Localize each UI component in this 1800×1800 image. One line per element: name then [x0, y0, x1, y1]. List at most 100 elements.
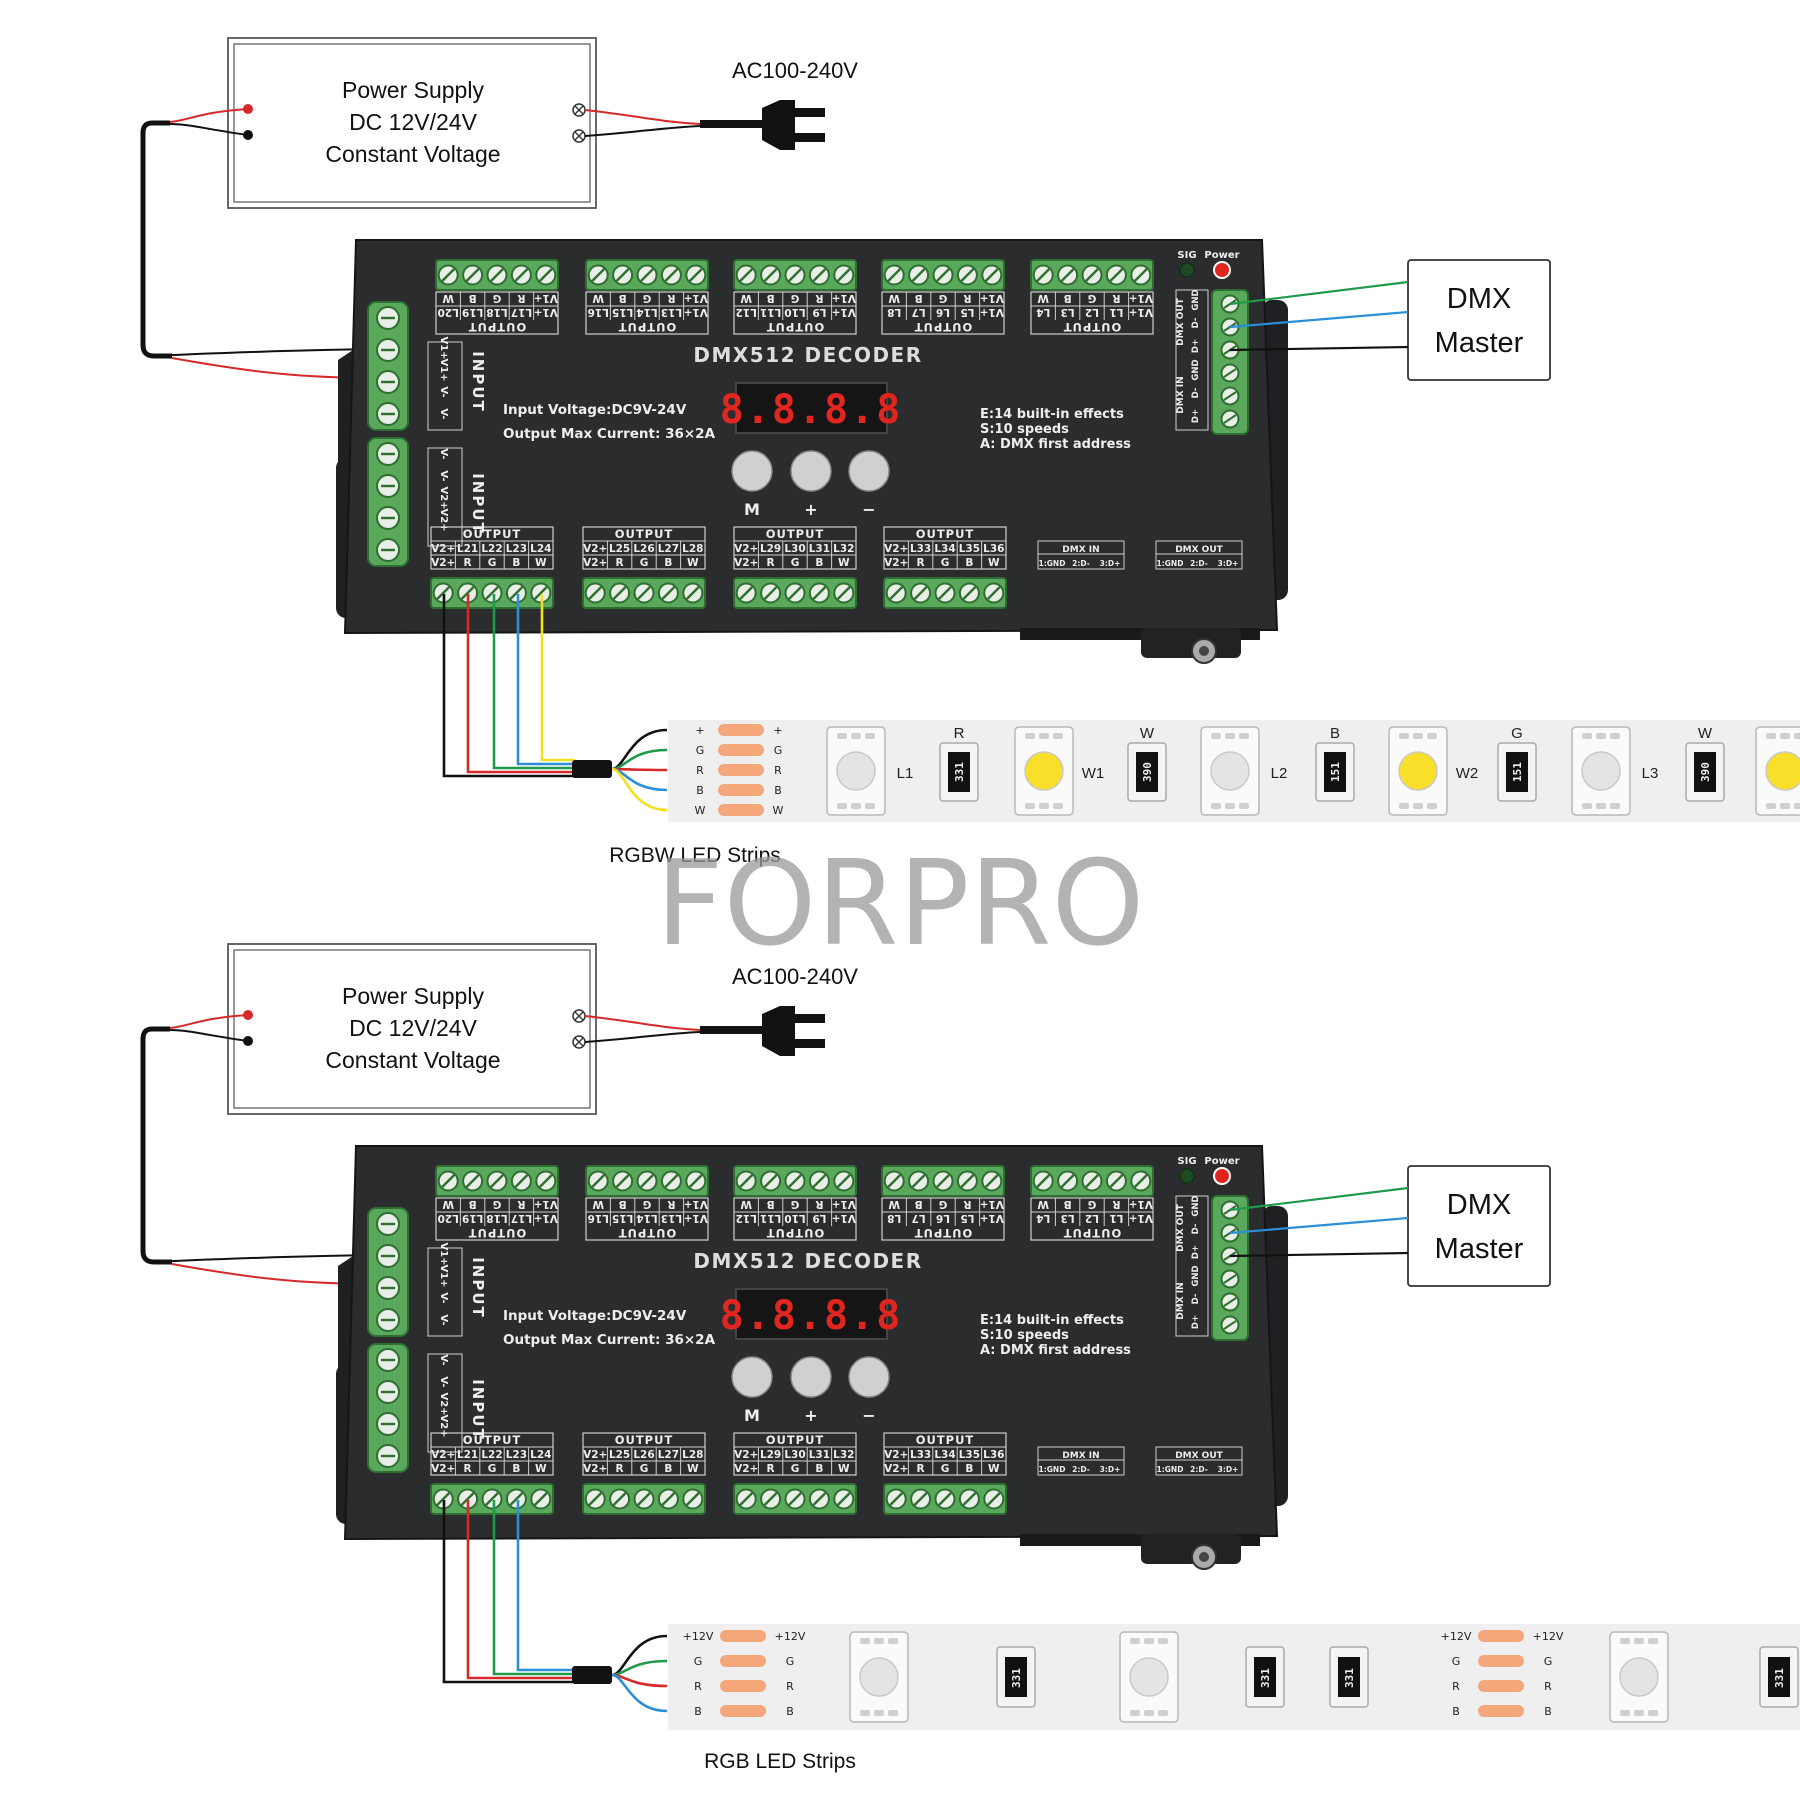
pin-label: G [493, 292, 502, 304]
pin-label: G [1088, 292, 1097, 304]
resistor-code: 390 [1699, 762, 1712, 782]
screw-slot [514, 1174, 529, 1188]
pin-label: W [838, 1463, 850, 1475]
input-pin-label: V1+ [438, 1264, 449, 1287]
pin-label: R [963, 1198, 971, 1210]
dmx-pin-label: D+ [1191, 1245, 1201, 1259]
input-label: INPUT [469, 1379, 487, 1441]
button-label: − [862, 1406, 875, 1425]
pin-label: L31 [809, 543, 830, 555]
pad-label-left: G [694, 1655, 703, 1668]
dmx-out-box-pin: 1:GND [1157, 559, 1184, 568]
dmx-master-line1: DMX [1447, 283, 1511, 315]
output-header: OUTPUT [468, 1226, 527, 1240]
pin-label: L1 [1109, 306, 1123, 318]
dmx-pin-label: GND [1191, 1265, 1201, 1286]
pin-label: L9 [812, 1212, 826, 1224]
pin-label: L35 [959, 543, 980, 555]
input-pin-label: V1+ [438, 358, 449, 381]
screw-slot [436, 1492, 451, 1506]
decoder-title: DMX512 DECODER [693, 1249, 922, 1273]
pin-label: B [469, 1198, 477, 1210]
screw-slot [938, 586, 952, 600]
screw-slot [591, 268, 606, 282]
pin-label: W [988, 557, 1000, 569]
pin-label: W [838, 557, 850, 569]
label-table [883, 526, 1007, 570]
pin-label: G [939, 1198, 948, 1210]
rgb-led [1210, 751, 1250, 791]
sig-label: SIG [1177, 250, 1196, 261]
output-current: Output Max Current: 36×2A [503, 1332, 716, 1348]
pad-label-left: G [1452, 1655, 1461, 1668]
pin-label: V2+ [583, 1449, 607, 1461]
led-display-digits: 8.8.8.8 [720, 387, 903, 433]
resistor-channel-label: R [954, 725, 965, 742]
wire_green [492, 594, 575, 770]
pin-label: L19 [462, 1212, 483, 1224]
pin-label: V1+ [534, 1212, 558, 1224]
screw-slot [739, 1174, 754, 1188]
pin-label: G [488, 557, 497, 569]
pad-label-right: +12V [775, 1630, 806, 1643]
rgb-led [1581, 751, 1621, 791]
screw-slot [1036, 268, 1051, 282]
screw-slot [936, 268, 950, 282]
button-2 [790, 1356, 832, 1398]
wire_red [466, 1500, 575, 1680]
screw-slot [637, 586, 651, 600]
resistor-body [948, 752, 970, 792]
pin-label: L7 [912, 306, 926, 318]
pin-label: L18 [486, 306, 507, 318]
pin-label: L24 [530, 1449, 551, 1461]
pin-label: L34 [934, 1449, 955, 1461]
input-pin-label: V- [438, 448, 449, 459]
label-table [733, 1432, 857, 1476]
screw-slot [763, 1174, 778, 1188]
pin-label: V1+ [684, 292, 708, 304]
input-pin-label: V- [438, 1376, 449, 1387]
output-header: OUTPUT [766, 320, 825, 334]
screw-slot [887, 1174, 902, 1188]
pin-label: L32 [833, 543, 854, 555]
pin-label: L2 [1085, 1212, 1099, 1224]
power-supply-inner [233, 43, 591, 203]
pin-label: B [965, 1463, 973, 1475]
dmx-out-box-pin: 3:D+ [1218, 559, 1239, 568]
pin-label: V2+ [734, 1449, 758, 1461]
screw-slot [962, 1492, 977, 1506]
effects-text: E:14 built-in effects [980, 407, 1124, 422]
output-header: OUTPUT [463, 527, 522, 541]
led-display [735, 382, 888, 434]
pad-label-left: R [696, 764, 704, 777]
screw-slot [812, 1492, 827, 1506]
resistor-code: 151 [1329, 762, 1342, 782]
pad-label-right: + [773, 724, 782, 737]
led-pin [1225, 733, 1235, 739]
pin-label: L25 [609, 543, 630, 555]
input-label: INPUT [469, 1257, 487, 1319]
led-pin [865, 803, 875, 809]
pin-label: G [488, 1463, 497, 1475]
pin-label: W [1037, 292, 1049, 304]
pin-label: L35 [959, 1449, 980, 1461]
ac-plug: AC100-240V [584, 964, 858, 1056]
screw-slot [588, 586, 603, 600]
dmx-pin-label: GND [1191, 289, 1201, 310]
pad-label-right: R [786, 1680, 794, 1693]
screw-slot [1223, 1274, 1237, 1284]
pin-label: B [469, 292, 477, 304]
screw-slot [836, 586, 851, 600]
strip-lead [611, 748, 668, 771]
input-pin-table [427, 1247, 463, 1337]
pin-label: L8 [887, 306, 901, 318]
pad-label-right: W [773, 804, 784, 817]
screw-slot [688, 1174, 703, 1188]
dmx-xlr-jack-core [1199, 1552, 1209, 1562]
pin-label: G [791, 1463, 800, 1475]
led-pin [874, 1710, 884, 1716]
dmx-wire-blue [1229, 310, 1409, 329]
input-pin-label: V1+ [438, 336, 449, 359]
